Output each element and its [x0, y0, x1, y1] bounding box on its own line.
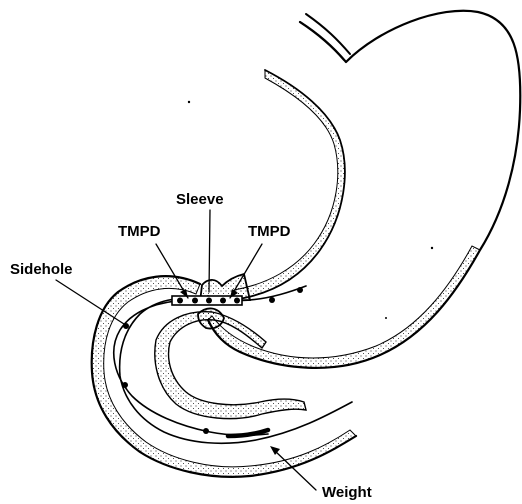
weight-label: Weight [322, 484, 372, 501]
sleeve-port [192, 298, 198, 304]
stomach-inner-wall [208, 70, 345, 301]
esophagus [300, 14, 350, 60]
sleeve-port [177, 298, 183, 304]
speck [431, 247, 433, 249]
tmpd-left-label: TMPD [118, 223, 161, 240]
sleeve-port [206, 298, 212, 304]
greater-curvature-wall [208, 246, 480, 368]
sidehole-label: Sidehole [10, 261, 73, 278]
tmpd-right-label: TMPD [248, 223, 291, 240]
sleeve-port [234, 298, 240, 304]
sidehole-port [297, 287, 303, 293]
sidehole-port [269, 297, 275, 303]
sleeve-port [220, 298, 226, 304]
speck [385, 317, 387, 319]
tmpd-left-leader [156, 244, 188, 298]
sleeve-label: Sleeve [176, 191, 224, 208]
stomach-outer-wall [208, 11, 520, 368]
duodenum-outer-wall [92, 276, 356, 477]
speck [188, 101, 190, 103]
sidehole-port [122, 382, 128, 388]
sidehole-port [203, 428, 209, 434]
